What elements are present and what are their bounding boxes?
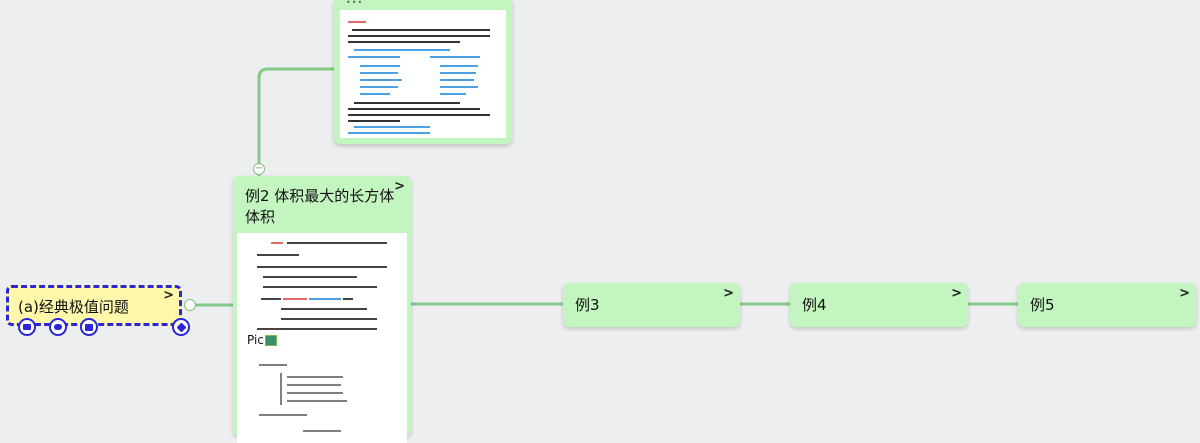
note-icon[interactable] [18, 318, 36, 336]
chevron-right-icon[interactable]: > [163, 288, 174, 303]
topic-node-example4[interactable]: 例4 > [790, 283, 968, 327]
topic-label: 例4 [802, 296, 827, 314]
topic-node-example3[interactable]: 例3 > [563, 283, 740, 327]
edit-icon[interactable] [172, 318, 190, 336]
document-scan-graphic [340, 10, 506, 138]
collapse-toggle-icon[interactable] [184, 299, 196, 311]
link-icon[interactable] [49, 318, 67, 336]
topic-node-example2[interactable]: 例2 体积最大的长方体体积 > [233, 176, 411, 443]
topic-label: 例2 体积最大的长方体体积 [245, 187, 395, 226]
root-topic-label: (a)经典极值问题 [18, 298, 129, 316]
math-problem-image [340, 10, 506, 138]
root-topic-node[interactable]: (a)经典极值问题 > [6, 285, 182, 326]
collapse-toggle-icon[interactable]: − [253, 163, 265, 175]
note-image-card[interactable]: ••• [334, 0, 512, 144]
chevron-right-icon[interactable]: > [723, 286, 734, 301]
chevron-right-icon[interactable]: > [394, 179, 405, 194]
chevron-right-icon[interactable]: > [951, 286, 962, 301]
connector-lines [190, 67, 1018, 307]
picture-attachment[interactable]: Pic [247, 333, 277, 347]
solution-scan-graphic [257, 242, 387, 432]
image-icon [264, 335, 277, 346]
topic-node-example5[interactable]: 例5 > [1018, 283, 1196, 327]
chevron-right-icon[interactable]: > [1179, 286, 1190, 301]
drag-handle-icon[interactable]: ••• [346, 0, 364, 7]
attachment-icon[interactable] [80, 318, 98, 336]
picture-label: Pic [247, 333, 264, 347]
topic-label: 例5 [1030, 296, 1055, 314]
topic-label: 例3 [575, 296, 600, 314]
